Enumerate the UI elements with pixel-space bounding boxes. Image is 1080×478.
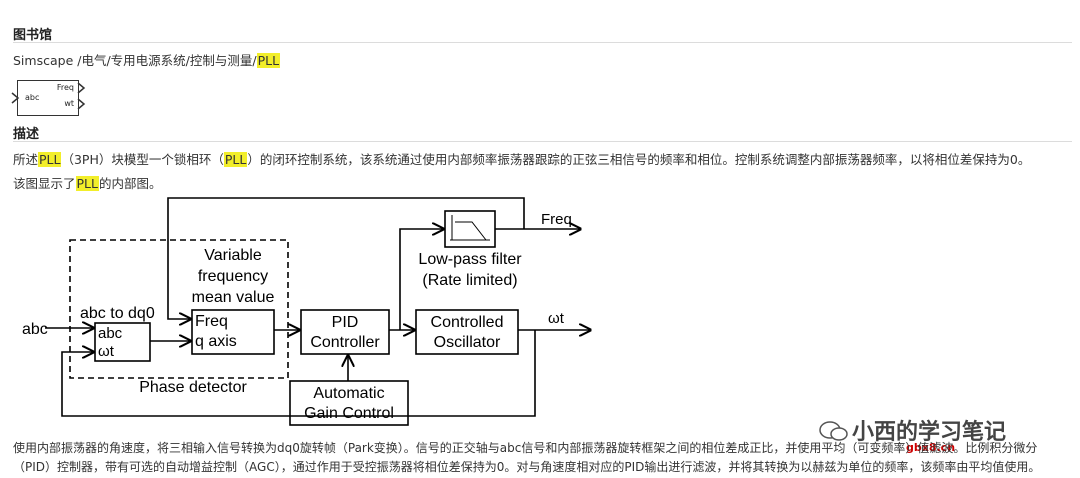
- text-run: 所述: [13, 152, 39, 167]
- port-freq-label: Freq: [195, 313, 228, 330]
- wechat-icon: [818, 420, 848, 442]
- port-q-axis-label: q axis: [195, 333, 237, 350]
- mean-value-label: mean value: [192, 289, 275, 306]
- abc-to-dq0-block: [94, 322, 151, 362]
- freq-output-label: Freq: [541, 211, 572, 228]
- block-out-freq-label: Freq: [56, 83, 74, 92]
- mean-value-block: [191, 309, 275, 355]
- abc-input-label: abc: [22, 321, 48, 338]
- text-run: ）的闭环控制系统，该系统通过使用内部频率振荡器跟踪的正弦三相信号的频率和相位。控…: [247, 152, 1031, 167]
- pid-controller-block: [300, 309, 390, 355]
- automatic-label: Automatic: [313, 385, 384, 402]
- text-run: （3PH）块模型一个锁相环（: [61, 152, 224, 167]
- description-heading: 描述: [13, 127, 40, 142]
- oscillator-block: [415, 309, 519, 355]
- port-wt-label: ωt: [98, 343, 115, 360]
- library-path: Simscape /电气/专用电源系统/控制与测量/PLL: [13, 50, 281, 69]
- phase-detector-boundary: [69, 239, 289, 379]
- divider: [13, 42, 1072, 43]
- phase-detector-label: Phase detector: [139, 379, 247, 396]
- pll-highlight: PLL: [223, 152, 248, 167]
- library-path-link[interactable]: PLL: [256, 53, 281, 68]
- site-watermark: gbx8.cn: [904, 441, 958, 454]
- lpf-label: Low-pass filter: [418, 251, 522, 268]
- pid-label: PID: [332, 314, 359, 331]
- pll-highlight: PLL: [75, 176, 99, 191]
- controller-label: Controller: [310, 334, 380, 351]
- footer-line-2: （PID）控制器，带有可选的自动增益控制（AGC），通过作用于受控振荡器将相位差…: [13, 460, 1041, 474]
- description-paragraph-1: 所述PLL（3PH）块模型一个锁相环（PLL）的闭环控制系统，该系统通过使用内部…: [13, 149, 1030, 168]
- frequency-label: frequency: [198, 268, 268, 285]
- library-heading: 图书馆: [13, 28, 53, 43]
- divider: [13, 141, 1072, 142]
- block-in-label: abc: [25, 93, 40, 102]
- pll-highlight: PLL: [38, 152, 62, 167]
- oscillator-label: Oscillator: [434, 334, 501, 351]
- wt-output-label: ωt: [548, 310, 565, 327]
- description-paragraph-2: 该图显示了PLL的内部图。: [13, 173, 162, 192]
- footer-line-1: 使用内部振荡器的角速度，将三相输入信号转换为dq0旋转帧（Park变换）。信号的…: [13, 441, 1038, 455]
- watermark-text: 小西的学习笔记: [852, 420, 1007, 445]
- variable-label: Variable: [204, 247, 262, 264]
- library-path-text: Simscape /电气/专用电源系统/控制与测量/: [13, 53, 257, 68]
- controlled-label: Controlled: [431, 314, 504, 331]
- block-port-arrows: [11, 82, 86, 110]
- agc-block: [289, 380, 409, 426]
- text-run: 该图显示了: [13, 176, 76, 191]
- abc-to-dq0-label: abc to dq0: [80, 305, 155, 322]
- port-abc-label: abc: [98, 325, 123, 342]
- rate-limited-label: (Rate limited): [422, 272, 517, 289]
- block-out-wt-label: wt: [64, 99, 74, 108]
- text-run: 的内部图。: [98, 176, 162, 191]
- gain-control-label: Gain Control: [304, 405, 394, 422]
